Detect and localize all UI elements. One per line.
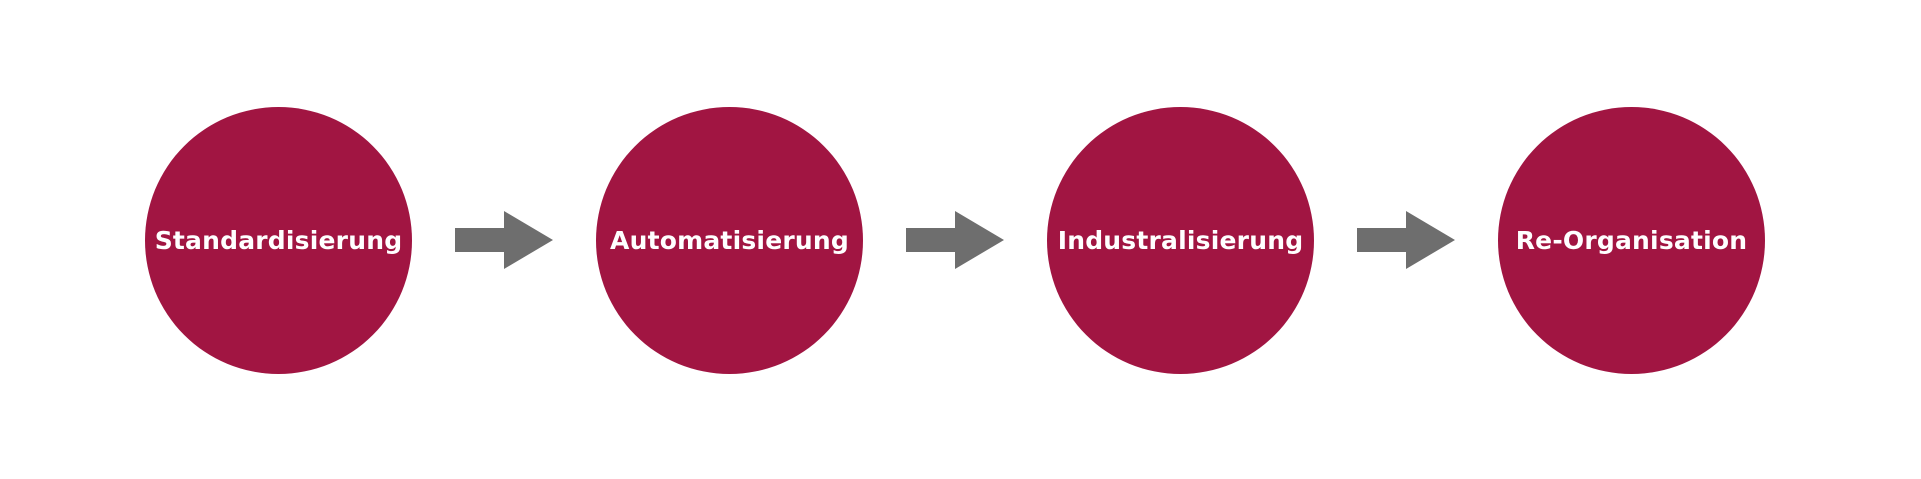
step-label: Standardisierung bbox=[154, 226, 403, 255]
arrow-shape bbox=[1357, 211, 1455, 269]
step-circle-standardisierung: Standardisierung bbox=[145, 107, 412, 374]
step-label: Re-Organisation bbox=[1515, 226, 1748, 255]
arrow-right-icon bbox=[1357, 211, 1455, 269]
step-label: Industralisierung bbox=[1057, 226, 1304, 255]
arrow-right-icon bbox=[906, 211, 1004, 269]
step-circle-re-organisation: Re-Organisation bbox=[1498, 107, 1765, 374]
arrow-shape bbox=[455, 211, 553, 269]
step-circle-industralisierung: Industralisierung bbox=[1047, 107, 1314, 374]
step-label: Automatisierung bbox=[610, 226, 849, 255]
arrow-right-icon bbox=[455, 211, 553, 269]
arrow-shape bbox=[906, 211, 1004, 269]
step-circle-automatisierung: Automatisierung bbox=[596, 107, 863, 374]
